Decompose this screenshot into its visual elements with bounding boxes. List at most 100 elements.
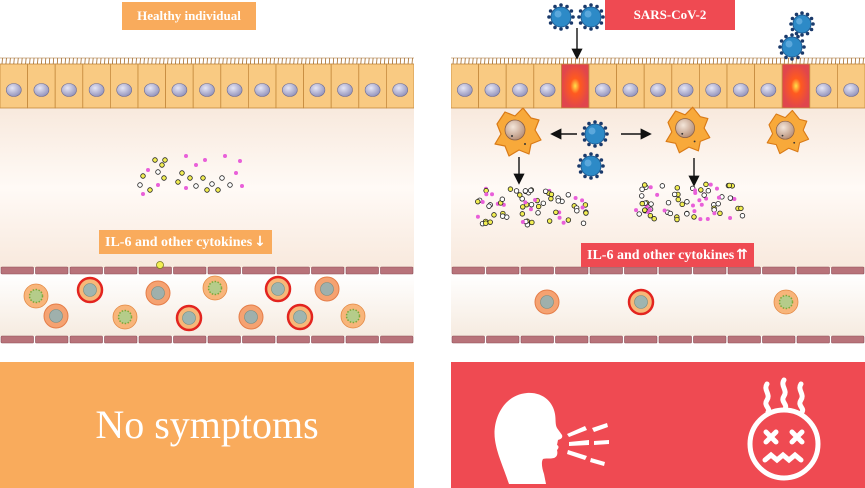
virus-icon: [577, 3, 605, 31]
cytokine-dot: [155, 169, 161, 175]
cytokine-dot: [684, 199, 690, 205]
vessel-wall-segment: [486, 335, 520, 344]
infected-title: SARS-CoV-2: [605, 0, 735, 30]
cytokine-dot: [161, 175, 167, 181]
vessel-wall-segment: [589, 266, 623, 275]
vessel-wall-segment: [0, 266, 34, 275]
vessel-wall-segment: [242, 335, 276, 344]
epithelial-cell-icon: [698, 57, 728, 109]
coughing-person-icon: [494, 392, 609, 484]
vessel-wall-segment: [831, 335, 865, 344]
cytokine-dot: [147, 187, 153, 193]
cytokine-dot: [639, 200, 645, 207]
cytokine-dot: [705, 188, 712, 194]
cytokine-dot: [555, 198, 561, 204]
epithelial-cell-icon: [303, 57, 332, 109]
sick-face-icon: [747, 377, 821, 481]
double-up-arrow-icon: ⇈: [736, 247, 748, 263]
cytokine-dot: [574, 208, 580, 214]
cytokine-dot: [701, 192, 707, 198]
epithelial-cell-icon: [358, 57, 387, 109]
cytokine-dot: [573, 196, 578, 201]
epithelial-cell-icon: [275, 57, 305, 109]
vessel-wall-segment: [589, 335, 623, 344]
vessel-wall-segment: [380, 266, 414, 275]
virus-icon: [789, 11, 815, 37]
cytokine-dot: [636, 211, 642, 217]
cytokine-dot: [522, 188, 529, 194]
vessel-wall-segment: [173, 335, 207, 344]
cytokine-dot: [716, 195, 721, 200]
vessel-wall-segment: [380, 335, 414, 344]
cytokine-dot: [561, 220, 566, 225]
blood-cell-icon: [43, 303, 69, 329]
cytokine-dot: [738, 205, 744, 212]
virus-icon: [547, 3, 575, 31]
cytokine-dot: [209, 181, 215, 187]
epithelial-cell-icon: [726, 57, 756, 109]
vessel-wall-segment: [0, 335, 34, 344]
cytokine-dot: [698, 187, 704, 193]
epithelial-cell-icon: [616, 57, 645, 109]
vessel-wall-segment: [242, 266, 276, 275]
vessel-wall-segment: [831, 266, 865, 275]
vessel-wall-segment: [311, 335, 345, 344]
healthy-cytokine-label: IL-6 and other cytokines↓: [99, 230, 272, 254]
cytokine-dot: [519, 211, 526, 217]
cytokine-dot: [513, 188, 520, 194]
blood-cell-icon: [175, 304, 203, 332]
cytokine-dot: [517, 192, 523, 198]
vessel-wall-segment: [138, 266, 172, 275]
epithelial-cell-icon: [643, 57, 673, 109]
vessel-wall-segment: [796, 335, 830, 344]
cytokine-dot: [204, 187, 210, 193]
cytokine-dot: [203, 158, 207, 162]
down-arrow-icon: ↓: [254, 234, 266, 250]
cytokine-dot: [227, 182, 233, 188]
blood-cell-icon: [202, 275, 228, 301]
cytokine-dot: [705, 217, 710, 222]
cytokine-dot: [520, 204, 526, 210]
epithelial-cell-icon: [110, 57, 139, 109]
blood-cell-icon: [23, 283, 49, 309]
cytokine-dot: [137, 182, 143, 188]
cytokine-dot: [194, 163, 198, 167]
epithelial-cell-icon: [478, 57, 507, 109]
cytokine-dot: [184, 186, 188, 190]
epithelial-cell-icon: [809, 57, 838, 109]
epithelial-cell-icon: [533, 57, 562, 109]
cytokine-dot: [691, 214, 697, 220]
healthy-panel: Healthy individual IL-6 and other cytoki…: [0, 0, 414, 488]
epithelial-cell-icon: [505, 57, 535, 109]
infected-panel: SARS-CoV-2 IL-6 and other cytokines⇈: [451, 0, 865, 488]
epithelial-cell-icon: [836, 57, 865, 109]
cytokine-dot: [483, 187, 489, 194]
cytokine-dot: [548, 191, 555, 198]
cytokine-dot: [487, 219, 493, 225]
cytokine-dot: [553, 209, 559, 215]
blood-cell-icon: [773, 289, 799, 315]
infected-diagram: [451, 3, 865, 344]
healthy-title: Healthy individual: [122, 2, 256, 30]
vessel-wall-segment: [104, 335, 138, 344]
epithelial-cell-icon: [781, 57, 811, 109]
blood-cell-icon: [76, 276, 104, 304]
cytokine-dot: [693, 190, 698, 195]
cytokine-dot: [184, 154, 188, 158]
vessel-wall-segment: [207, 266, 241, 275]
cytokine-dot: [238, 159, 242, 163]
vessel-wall-segment: [727, 266, 761, 275]
cytokine-dot: [647, 212, 654, 219]
epithelial-cell-icon: [220, 57, 249, 109]
cytokine-dot: [703, 181, 709, 188]
vessel-wall-segment: [762, 335, 796, 344]
cytokine-dot: [475, 198, 481, 205]
epithelial-cell-icon: [54, 57, 84, 109]
epithelial-cell-icon: [192, 57, 222, 109]
vessel-wall-segment: [451, 266, 485, 275]
vessel-wall-segment: [345, 335, 379, 344]
epithelial-cell-icon: [137, 57, 167, 109]
vessel-wall-segment: [276, 335, 310, 344]
vessel-wall-segment: [520, 335, 554, 344]
cytokine-label-text: IL-6 and other cytokines: [105, 235, 253, 250]
